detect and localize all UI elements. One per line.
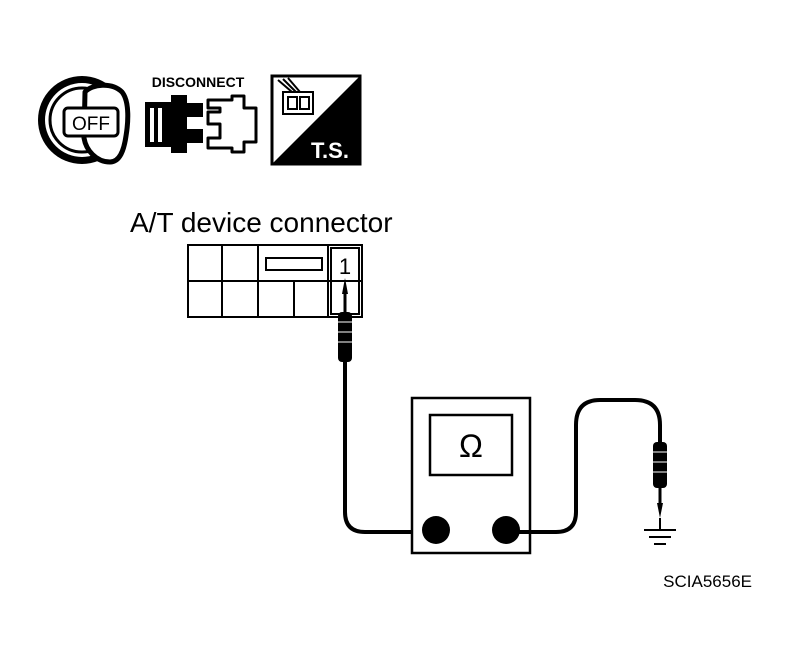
connector-title: A/T device connector xyxy=(130,207,393,238)
terminal-1-label: 1 xyxy=(339,254,351,279)
terminal-side-text: T.S. xyxy=(311,138,349,163)
red-test-probe xyxy=(338,278,352,362)
probe-lead-right xyxy=(504,398,662,534)
probe-lead-left xyxy=(343,360,434,534)
ohmmeter: Ω xyxy=(410,396,532,555)
disconnect-connector-icon: DISCONNECT xyxy=(145,74,258,154)
disconnect-label: DISCONNECT xyxy=(152,74,245,90)
ignition-key-off-icon: OFF xyxy=(38,76,131,165)
black-test-probe xyxy=(653,442,667,518)
terminal-side-icon: T.S. xyxy=(270,74,362,166)
meter-jack-left xyxy=(422,516,450,544)
ohm-symbol: Ω xyxy=(459,428,483,464)
device-connector: 1 xyxy=(187,244,363,318)
figure-id: SCIA5656E xyxy=(663,572,752,591)
ignition-off-text: OFF xyxy=(72,114,110,135)
ground-symbol-icon xyxy=(644,518,676,545)
